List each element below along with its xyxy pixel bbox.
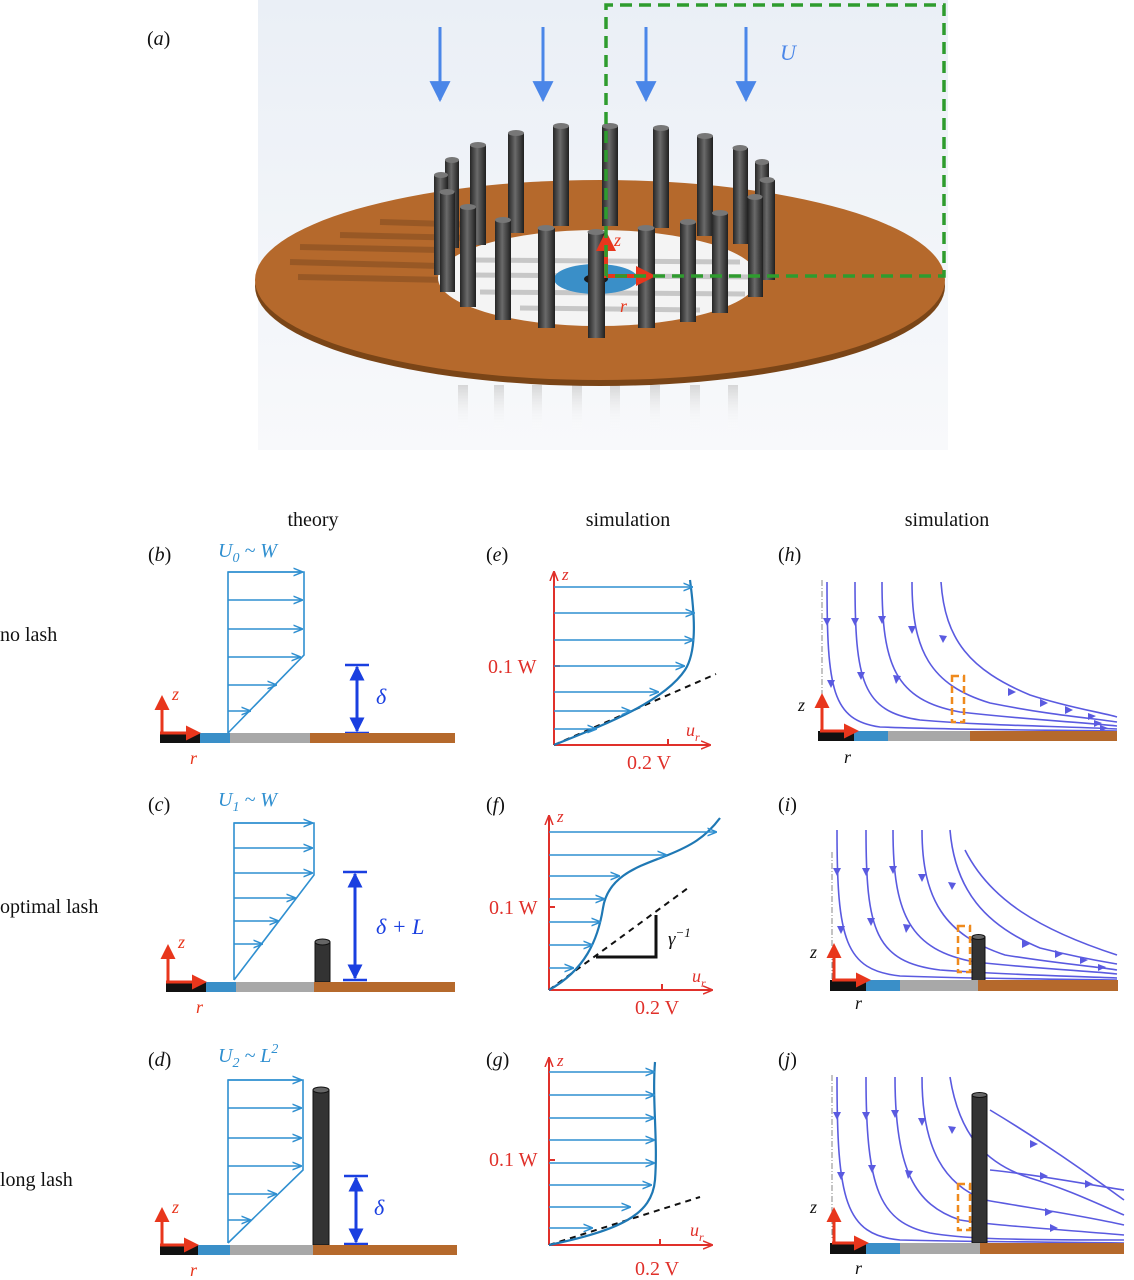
z-label: z bbox=[797, 695, 805, 715]
header-simulation-profiles: simulation bbox=[586, 509, 670, 531]
panel-label: (i) bbox=[778, 794, 797, 816]
r-label: r bbox=[190, 1260, 198, 1280]
flow-direction-arrows bbox=[823, 616, 1108, 732]
row-label-long-lash: long lash bbox=[0, 1169, 73, 1191]
slope-triangle bbox=[596, 915, 658, 959]
y-tick-label: 0.1 W bbox=[489, 897, 538, 919]
r-label: r bbox=[844, 747, 852, 767]
velocity-profile bbox=[227, 1079, 304, 1244]
panel-h: (h) bbox=[778, 544, 1118, 767]
eyelash bbox=[312, 1086, 330, 1246]
height-label: δ bbox=[374, 1195, 385, 1220]
panel-f: (f) z 0.1 W 0.2 V ur γ−1 bbox=[486, 794, 721, 1019]
panel-label: (e) bbox=[486, 544, 508, 566]
header-simulation-streamlines: simulation bbox=[905, 509, 989, 531]
panel-a: z r U (a) bbox=[147, 0, 948, 450]
r-label: r bbox=[855, 993, 863, 1013]
y-tick-label: 0.1 W bbox=[488, 656, 537, 678]
z-label: z bbox=[809, 942, 817, 962]
surface-strip bbox=[818, 731, 1117, 741]
panel-label: (j) bbox=[778, 1049, 797, 1071]
flow-speed-label: U bbox=[780, 40, 798, 65]
z-label: z bbox=[171, 1197, 179, 1217]
panel-label: (f) bbox=[486, 794, 505, 816]
surface-strip bbox=[830, 1243, 1124, 1254]
r-label: r bbox=[196, 997, 204, 1017]
surface-strip bbox=[830, 980, 1118, 991]
header-theory: theory bbox=[287, 509, 338, 531]
r-label: r bbox=[190, 748, 198, 768]
eyelash bbox=[314, 938, 331, 983]
y-tick-label: 0.1 W bbox=[489, 1149, 538, 1171]
streamlines bbox=[826, 581, 1118, 732]
u-axis-label: ur bbox=[686, 720, 700, 744]
z-axis-label: z bbox=[613, 230, 621, 250]
flow-direction-arrows bbox=[833, 1110, 1093, 1232]
velocity-vectors bbox=[228, 1080, 301, 1220]
lash-reflections bbox=[458, 385, 738, 430]
highlight-box bbox=[956, 1182, 972, 1232]
x-tick-label: 0.2 V bbox=[635, 997, 680, 1019]
surface-strip bbox=[166, 982, 455, 992]
panel-label: (b) bbox=[148, 544, 171, 566]
z-label: z bbox=[809, 1197, 817, 1217]
flow-direction-arrows bbox=[833, 866, 1106, 971]
panel-g: (g) z 0.1 W 0.2 V ur bbox=[486, 1049, 712, 1280]
simulation-domain-box bbox=[604, 3, 946, 278]
slope-label: γ−1 bbox=[668, 925, 691, 950]
eyelash-ring bbox=[434, 123, 775, 338]
z-label: z bbox=[171, 684, 179, 704]
z-label: z bbox=[556, 807, 564, 826]
highlight-box bbox=[950, 674, 966, 724]
z-label: z bbox=[561, 565, 569, 584]
height-label: δ + L bbox=[376, 914, 424, 939]
r-label: r bbox=[855, 1258, 863, 1278]
velocity-curve bbox=[548, 817, 721, 991]
panel-e: (e) z 0.1 W 0.2 V ur bbox=[486, 544, 717, 774]
height-label: δ bbox=[376, 684, 387, 709]
panel-label: (d) bbox=[148, 1049, 171, 1071]
eyelash bbox=[971, 1092, 988, 1244]
linear-fit-line bbox=[548, 887, 689, 991]
panel-j: (j) bbox=[778, 1049, 1125, 1278]
velocity-vectors bbox=[549, 832, 716, 968]
panel-d: (d) U2 ~ L2 δ z r bbox=[148, 1042, 457, 1280]
u-axis-label: ur bbox=[690, 1220, 704, 1244]
panel-label: (g) bbox=[486, 1049, 509, 1071]
panel-i: (i) bbox=[778, 794, 1118, 1013]
r-axis-label: r bbox=[620, 296, 628, 316]
z-label: z bbox=[177, 932, 185, 952]
velocity-profile bbox=[233, 822, 315, 981]
velocity-curve bbox=[553, 579, 695, 747]
row-label-optimal-lash: optimal lash bbox=[0, 896, 98, 918]
velocity-scaling-label: U2 ~ L2 bbox=[218, 1042, 278, 1071]
panel-a-label: (a) bbox=[147, 28, 170, 50]
u-axis-label: ur bbox=[692, 966, 706, 990]
incoming-flow-arrows bbox=[429, 27, 757, 103]
x-tick-label: 0.2 V bbox=[627, 752, 672, 774]
velocity-scaling-label: U1 ~ W bbox=[218, 789, 279, 815]
highlight-box bbox=[956, 924, 972, 974]
panel-label: (h) bbox=[778, 544, 801, 566]
velocity-curve bbox=[548, 1061, 657, 1247]
velocity-scaling-label: U0 ~ W bbox=[218, 540, 279, 566]
velocity-vectors bbox=[234, 823, 312, 944]
velocity-vectors bbox=[554, 587, 694, 729]
z-label: z bbox=[556, 1051, 564, 1070]
x-tick-label: 0.2 V bbox=[635, 1258, 680, 1280]
surface-strip bbox=[160, 733, 455, 743]
panel-label: (c) bbox=[148, 794, 170, 816]
row-label-no-lash: no lash bbox=[0, 624, 57, 646]
velocity-vectors bbox=[549, 1072, 654, 1228]
velocity-vectors bbox=[228, 572, 302, 711]
velocity-profile bbox=[227, 571, 305, 734]
panel-b: (b) U0 ~ W δ z r bbox=[148, 540, 455, 768]
panel-c: (c) U1 ~ W δ + L z r bbox=[148, 789, 455, 1017]
surface-strip bbox=[160, 1245, 457, 1255]
eyelash bbox=[971, 934, 986, 982]
